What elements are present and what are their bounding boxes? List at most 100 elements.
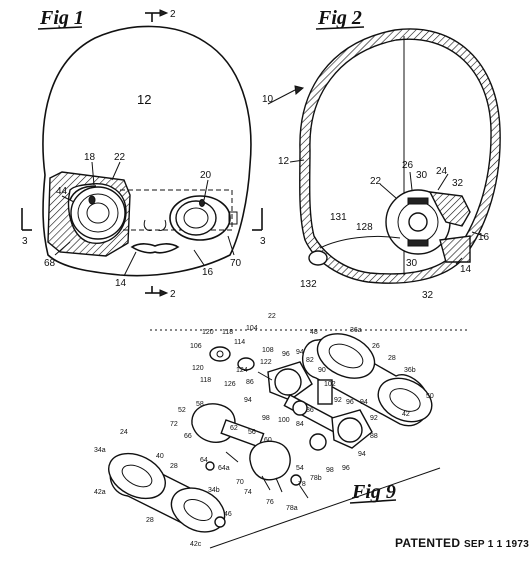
fig9-ref-26: 26 xyxy=(372,343,380,350)
doll-mouth xyxy=(130,243,180,254)
right-eye-lash xyxy=(199,199,205,207)
eye-linkage-hidden-lines xyxy=(120,189,233,231)
fig2-ref-26: 26 xyxy=(402,160,414,171)
fig9-ref-62: 62 xyxy=(230,425,238,432)
fig9-ref-74: 74 xyxy=(244,489,252,496)
fig1-ref-20: 20 xyxy=(200,170,212,181)
section-mark-left-label: 3 xyxy=(22,236,28,247)
fig9-ref-34b: 34b xyxy=(208,487,220,494)
lower-eye-units-56 xyxy=(191,403,309,499)
section-mark-left: 3 xyxy=(21,208,32,247)
fig9-ref-84: 84 xyxy=(296,421,304,428)
fig9-ref-64: 64 xyxy=(200,457,208,464)
fig9-ref-36a: 36a xyxy=(350,327,362,334)
fig9-ref-104: 104 xyxy=(246,325,258,332)
lower-eye-bar-24 xyxy=(108,452,226,533)
fig1-ref-68: 68 xyxy=(44,258,56,269)
section-mark-bottom: 2 xyxy=(145,286,176,300)
fig9-ref-92b: 92 xyxy=(370,415,378,422)
left-eye-lash xyxy=(88,195,96,205)
fig9-ref-124: 124 xyxy=(236,367,248,374)
fig9-ref-90: 90 xyxy=(318,367,326,374)
fig9-ref-114: 114 xyxy=(234,339,245,346)
figure-2-title-underline xyxy=(315,26,365,30)
fig9-ref-122: 122 xyxy=(260,359,272,366)
fig9-ref-72: 72 xyxy=(170,421,178,428)
fig9-ref-88: 88 xyxy=(370,433,378,440)
fig2-ref-24: 24 xyxy=(436,166,448,177)
figure-9-title: Fig 9 xyxy=(351,481,396,503)
fig9-ref-98b: 98 xyxy=(326,467,334,474)
fig9-ref-108: 108 xyxy=(262,347,274,354)
fig9-ref-48: 48 xyxy=(310,329,318,336)
fig9-ref-52: 52 xyxy=(178,407,186,414)
patent-date: SEP 1 1 1973 xyxy=(463,539,530,550)
fig9-ref-22: 22 xyxy=(268,313,276,320)
fig9-ref-98a: 98 xyxy=(262,415,270,422)
fig9-ref-78: 78 xyxy=(298,481,306,488)
fig2-ref-131: 131 xyxy=(330,212,347,223)
fig9-ref-46: 46 xyxy=(224,511,232,518)
section-mark-top-label: 2 xyxy=(170,9,176,20)
fig2-ref-10: 10 xyxy=(262,94,274,105)
figure-9-title-underline xyxy=(349,499,397,504)
fig9-ref-86b: 86 xyxy=(306,407,314,414)
section-mark-bottom-label: 2 xyxy=(170,289,176,300)
fig9-ref-106: 106 xyxy=(190,343,202,350)
fig9-ref-100: 100 xyxy=(278,417,290,424)
fig9-ref-42a: 42a xyxy=(94,489,106,496)
fig1-ref-14: 14 xyxy=(115,278,127,289)
fig9-ref-70: 70 xyxy=(236,479,244,486)
fig2-ref-128: 128 xyxy=(356,222,373,233)
fig1-ref-44: 44 xyxy=(56,186,68,197)
right-eye-socket xyxy=(169,195,231,241)
fig9-ref-28b: 28 xyxy=(170,463,178,470)
fig2-ref-32-bottom: 32 xyxy=(422,290,434,301)
fig1-ref-18: 18 xyxy=(84,152,96,163)
figure-2-section-view: Fig 2 10 12 22 26 30 24 32 131 12 xyxy=(262,7,501,301)
fig2-ref-30-bottom: 30 xyxy=(406,258,418,269)
doll-nose xyxy=(143,219,167,231)
figure-1-title-underline xyxy=(37,26,83,30)
pull-ring xyxy=(308,250,328,266)
fig9-ref-102: 102 xyxy=(324,381,336,388)
eyelid-cams xyxy=(209,346,273,381)
fig9-ref-42: 42 xyxy=(402,411,410,418)
figure-1-front-view: Fig 1 2 12 xyxy=(21,7,266,300)
fig9-ref-118a: 118 xyxy=(222,329,233,336)
fig9-ref-58: 58 xyxy=(196,401,204,408)
fig9-ref-94d: 94 xyxy=(358,451,366,458)
fig9-ref-94c: 94 xyxy=(360,399,368,406)
fig9-ref-78a: 78a xyxy=(286,505,298,512)
doll-head-outline xyxy=(42,25,252,277)
patent-date-stamp: PATENTED SEP 1 1 1973 xyxy=(395,536,529,550)
fig2-ref-32-top: 32 xyxy=(452,178,464,189)
fig9-ref-56: 56 xyxy=(248,429,256,436)
fig2-ref-12: 12 xyxy=(278,156,290,167)
left-eye-ball xyxy=(70,186,126,240)
fig1-ref-22: 22 xyxy=(114,152,126,163)
left-eye-socket-cutaway xyxy=(47,171,131,257)
fig9-ref-78b: 78b xyxy=(310,475,322,482)
fig9-ref-120b: 120 xyxy=(192,365,204,372)
eye-lower-bracket xyxy=(439,235,471,263)
fig2-ref-14: 14 xyxy=(460,264,472,275)
fig2-ref-16: 16 xyxy=(478,232,490,243)
fig9-ref-76: 76 xyxy=(266,499,274,506)
upper-eye-bar-36 xyxy=(301,333,433,427)
fig9-ref-28c: 28 xyxy=(146,517,154,524)
fig9-ref-28a: 28 xyxy=(388,355,396,362)
fig9-ref-92a: 92 xyxy=(334,397,342,404)
right-eye-ball xyxy=(175,200,217,236)
fig9-ref-96a: 96 xyxy=(282,351,290,358)
fig2-ref-132: 132 xyxy=(300,279,317,290)
cross-shaft-mechanism xyxy=(267,361,373,451)
fig9-ref-94b: 94 xyxy=(244,397,252,404)
fig1-ref-12: 12 xyxy=(137,92,151,107)
neck-strap xyxy=(319,236,401,249)
fig9-ref-66: 66 xyxy=(184,433,192,440)
fig2-ref-22: 22 xyxy=(370,176,382,187)
fig9-ref-40: 40 xyxy=(156,453,164,460)
fig9-ref-24: 24 xyxy=(120,429,128,436)
section-mark-right-label: 3 xyxy=(260,236,266,247)
